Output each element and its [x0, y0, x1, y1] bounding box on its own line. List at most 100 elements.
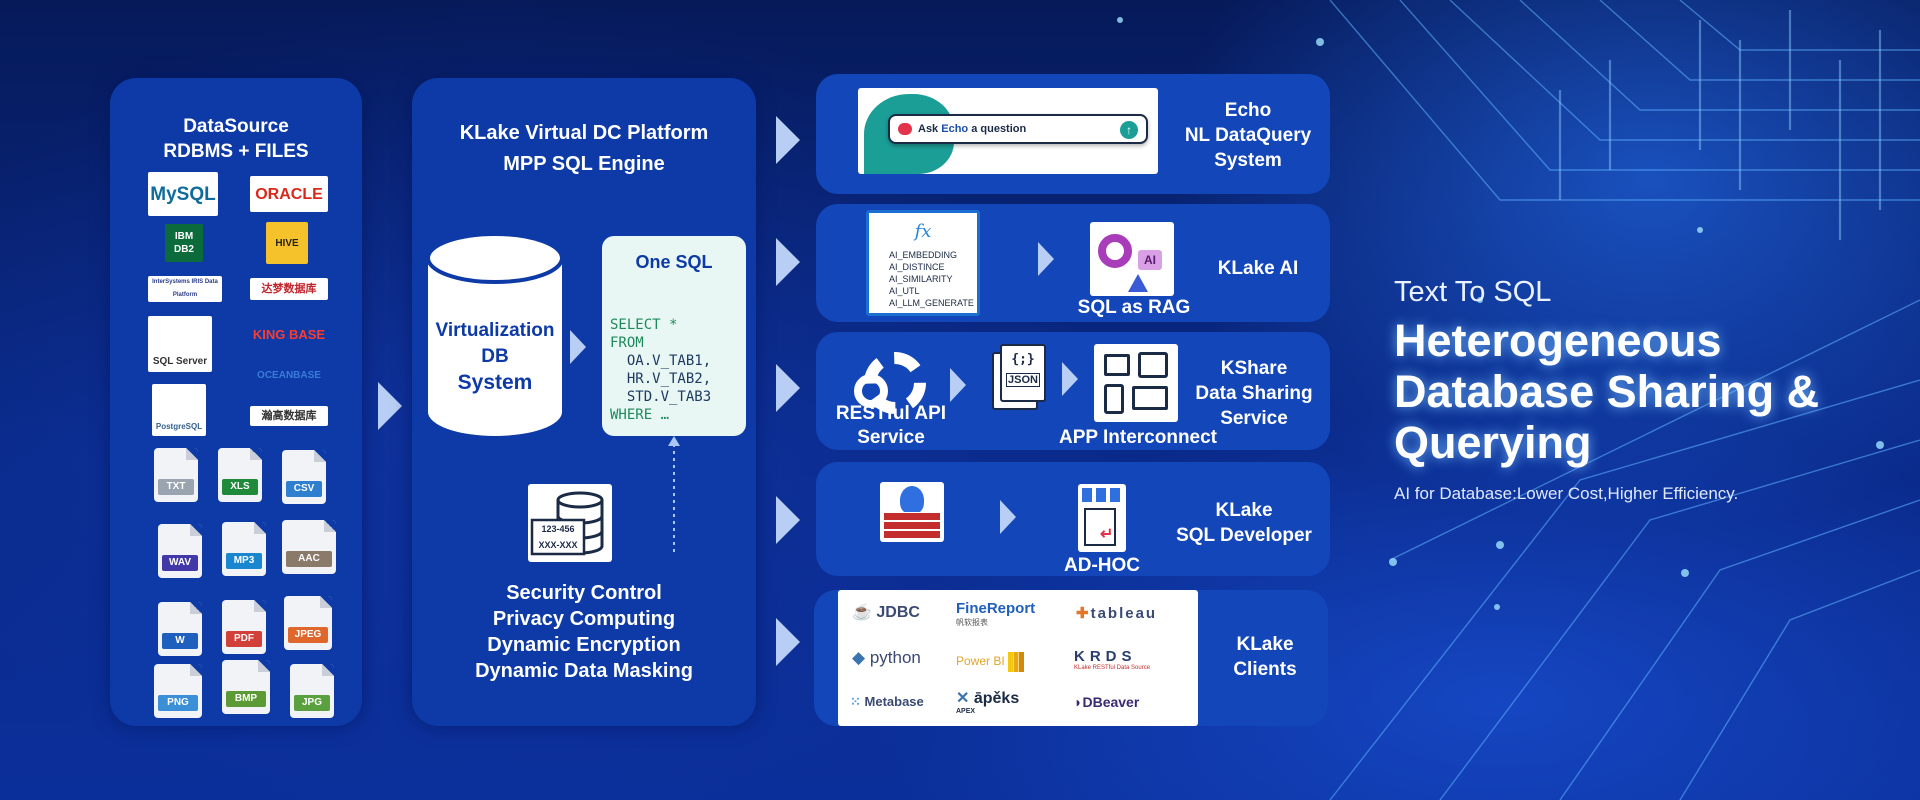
ai-function: AI_UTL [889, 285, 974, 297]
png-file-label: PNG [158, 695, 198, 711]
client-krds-label: KRDS [1074, 648, 1150, 665]
developer-label-line1: KLake [1154, 498, 1334, 523]
echo-row: Ask Echo a question ↑ Echo NL DataQuery … [816, 74, 1330, 194]
arrow-firewall-to-adhoc [1000, 500, 1016, 534]
people-icon [1082, 488, 1122, 502]
echo-label: Echo NL DataQuery System [1166, 98, 1330, 173]
db-label-line1: Virtualization [426, 318, 564, 344]
sql-line: STD.V_TAB3 [610, 388, 711, 406]
client-krds-sub: KLake RESTful Data Source [1074, 665, 1150, 671]
ai-label: KLake AI [1176, 256, 1340, 281]
api-caption-line1: RESTful API [816, 402, 966, 426]
brick-wall-icon [884, 512, 940, 538]
kshare-label-line3: Service [1172, 406, 1336, 431]
flame-icon [900, 486, 924, 514]
database-stack-icon [528, 484, 612, 562]
sql-server-logo: SQL Server [148, 316, 212, 372]
postgresql-logo: PostgreSQL [152, 384, 206, 436]
word-file-label: W [162, 633, 198, 649]
txt-file-label: TXT [158, 479, 194, 495]
echo-label-line2: NL DataQuery [1166, 123, 1330, 148]
metabase-dots-icon: ⁙ [850, 694, 865, 709]
fx-icon: fx [869, 221, 977, 242]
xls-file-label: XLS [222, 479, 258, 495]
json-braces: {;} [1002, 352, 1044, 367]
ai-badge: AI [1138, 250, 1162, 270]
oceanbase-logo: OCEANBASE [250, 364, 328, 386]
echo-prompt-bold: Echo [941, 123, 968, 135]
clients-row: ☕ JDBC FineReport 帆软报表 ✚tableau ◆ python… [814, 590, 1328, 726]
tableau-cross-icon: ✚ [1076, 605, 1091, 622]
platform-panel: KLake Virtual DC Platform MPP SQL Engine… [412, 78, 756, 726]
json-doc-front: {;} JSON [1000, 344, 1046, 402]
ai-function: AI_LLM_GENERATE [889, 297, 974, 309]
security-line: Privacy Computing [412, 606, 756, 632]
echo-prompt-prefix: Ask [918, 123, 941, 135]
kshare-label: KShare Data Sharing Service [1172, 356, 1336, 431]
arrow-to-kshare [776, 364, 800, 412]
client-tableau: ✚tableau [1076, 604, 1157, 622]
client-metabase-label: Metabase [865, 694, 924, 709]
client-finereport-label: FineReport [956, 600, 1035, 617]
sql-line: FROM [610, 334, 711, 352]
jpg-file-icon: JPG [290, 664, 334, 718]
csv-file-label: CSV [286, 481, 322, 497]
powerbi-bars-icon [1008, 652, 1024, 672]
return-arrow-icon: ↵ [1100, 524, 1113, 544]
client-dbeaver: ◗DBeaver [1074, 694, 1139, 710]
hero-subtitle: AI for Database:Lower Cost,Higher Effici… [1394, 484, 1914, 504]
hero-kicker: Text To SQL [1394, 276, 1914, 309]
apex-x-icon: ✕ [956, 690, 969, 707]
security-line: Dynamic Data Masking [412, 658, 756, 684]
client-apex: ✕ āpěks APEX [956, 688, 1019, 715]
python-icon: ◆ [852, 648, 865, 667]
jpg-file-label: JPG [294, 695, 330, 711]
txt-file-icon: TXT [154, 448, 198, 502]
word-file-icon: W [158, 602, 202, 656]
datasource-title-line1: DataSource [110, 114, 362, 139]
dameng-logo: 达梦数据库 [250, 278, 328, 300]
clients-label: KLake Clients [1202, 632, 1328, 682]
wav-file-label: WAV [162, 555, 198, 571]
security-line: Security Control [412, 580, 756, 606]
adhoc-caption: AD-HOC [1052, 554, 1152, 577]
java-cup-icon: ☕ [852, 604, 876, 621]
ai-function: AI_SIMILARITY [889, 273, 974, 285]
pdf-file-icon: PDF [222, 600, 266, 654]
bmp-file-icon: BMP [222, 660, 270, 714]
arrow-api-to-json [950, 368, 966, 402]
sql-line: OA.V_TAB1, [610, 352, 711, 370]
aac-file-icon: AAC [282, 520, 336, 574]
app-devices-icon [1094, 344, 1178, 422]
echo-screenshot: Ask Echo a question ↑ [858, 88, 1158, 174]
platform-title-line2: MPP SQL Engine [412, 149, 756, 180]
arrow-db-to-sql [570, 330, 586, 364]
clients-label-line1: KLake [1202, 632, 1328, 657]
one-sql-card: One SQL SELECT *FROM OA.V_TAB1, HR.V_TAB… [602, 236, 746, 436]
security-database-icon: 123-456 XXX-XXX [528, 484, 612, 562]
client-apex-sub: APEX [956, 708, 1019, 715]
kshare-label-line1: KShare [1172, 356, 1336, 381]
arrow-to-echo [776, 116, 800, 164]
csv-file-icon: CSV [282, 450, 326, 504]
client-metabase: ⁙ Metabase [850, 694, 924, 710]
client-apex-label: āpěks [974, 690, 1019, 707]
oracle-logo: ORACLE [250, 176, 328, 212]
hero-headline: Heterogeneous Database Sharing & Queryin… [1394, 315, 1914, 468]
send-icon[interactable]: ↑ [1120, 121, 1138, 139]
robot-base-icon [1128, 274, 1148, 292]
adhoc-icon: ↵ [1078, 484, 1126, 552]
echo-prompt-bar[interactable]: Ask Echo a question ↑ [888, 114, 1148, 144]
ai-functions-card: fx AI_EMBEDDING AI_DISTINCE AI_SIMILARIT… [866, 210, 980, 316]
ai-row: fx AI_EMBEDDING AI_DISTINCE AI_SIMILARIT… [816, 204, 1330, 322]
phone-icon [1104, 384, 1124, 414]
rag-caption: SQL as RAG [1064, 296, 1204, 319]
json-label: JSON [1006, 373, 1040, 387]
client-powerbi-label: Power BI [956, 654, 1005, 668]
jpeg-file-label: JPEG [288, 627, 328, 643]
hero-headline-line1: Heterogeneous [1394, 315, 1914, 366]
api-caption-line2: Service [816, 426, 966, 450]
clients-logo-grid: ☕ JDBC FineReport 帆软报表 ✚tableau ◆ python… [838, 590, 1198, 726]
kshare-row: RESTful API Service {;} JSON APP Interco… [816, 332, 1330, 450]
json-doc-icon: {;} JSON [992, 344, 1046, 410]
